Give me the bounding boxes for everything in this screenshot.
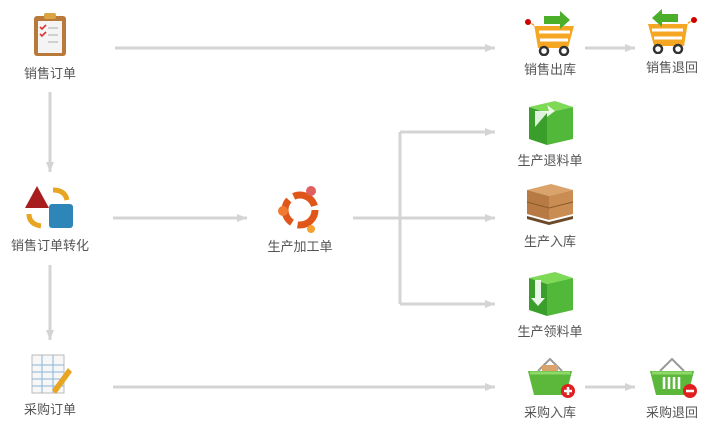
green-box-up-icon (529, 101, 573, 145)
node-production-material-requisition[interactable]: 生产领料单 (500, 268, 600, 340)
node-sales-outbound[interactable]: 销售出库 (500, 10, 600, 78)
node-label: 生产入库 (523, 235, 576, 250)
node-sales-order-convert[interactable]: 销售订单转化 (0, 182, 100, 254)
node-label: 销售退回 (645, 61, 698, 76)
node-label: 采购退回 (645, 406, 698, 421)
pallet-boxes-icon (526, 184, 574, 225)
basket-add-icon (528, 357, 575, 398)
node-label: 生产加工单 (267, 240, 333, 255)
spreadsheet-edit-icon (31, 354, 72, 394)
node-label: 生产退料单 (517, 154, 583, 169)
node-sales-return[interactable]: 销售退回 (622, 8, 716, 76)
connector-production-trunk (353, 132, 402, 304)
cart-return-icon (648, 9, 697, 54)
node-label: 采购订单 (23, 403, 76, 418)
node-purchase-return[interactable]: 采购退回 (622, 355, 716, 421)
node-purchase-order[interactable]: 采购订单 (0, 352, 100, 418)
convert-shapes-icon (25, 186, 73, 229)
node-label: 销售订单 (23, 67, 76, 82)
basket-remove-icon (650, 357, 697, 398)
node-label: 销售订单转化 (10, 239, 89, 254)
clipboard-icon (34, 13, 66, 56)
node-label: 生产领料单 (517, 325, 583, 340)
node-production-order[interactable]: 生产加工单 (250, 183, 350, 255)
green-box-down-icon (529, 272, 573, 316)
production-ring-icon (278, 186, 319, 233)
node-purchase-inbound[interactable]: 采购入库 (500, 355, 600, 421)
node-production-inbound[interactable]: 生产入库 (500, 180, 600, 250)
node-label: 销售出库 (523, 63, 576, 78)
cart-out-icon (525, 11, 574, 56)
node-label: 采购入库 (523, 406, 576, 421)
node-sales-order[interactable]: 销售订单 (0, 10, 100, 82)
node-production-material-return[interactable]: 生产退料单 (500, 97, 600, 169)
